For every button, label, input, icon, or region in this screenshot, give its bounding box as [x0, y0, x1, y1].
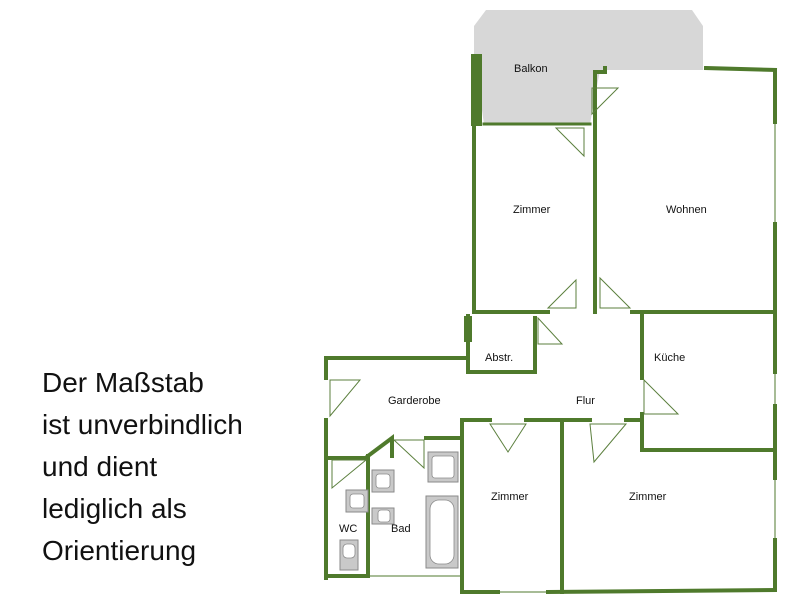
doors [329, 87, 680, 490]
room-labels: Balkon Zimmer Wohnen Abstr. Küche Garder… [339, 63, 707, 535]
toilet-wc-seat [342, 543, 356, 559]
wall-abstr [466, 314, 537, 374]
disclaimer-line-3: und dient [42, 451, 158, 482]
sink-wc-basin [349, 493, 365, 509]
label-kueche: Küche [654, 352, 685, 364]
label-wc: WC [339, 523, 357, 535]
disclaimer-line-4: lediglich als [42, 493, 187, 524]
shower-tray-inner [431, 455, 455, 479]
label-zimmer-top: Zimmer [513, 204, 551, 216]
wall-wohnen-top [593, 66, 607, 74]
sink-bad-basin [375, 473, 391, 489]
label-zimmer-right: Zimmer [629, 491, 667, 503]
label-abstr: Abstr. [485, 352, 513, 364]
walls [324, 54, 778, 595]
label-balkon: Balkon [514, 63, 548, 75]
label-zimmer-mid: Zimmer [491, 491, 529, 503]
label-wohnen: Wohnen [666, 204, 707, 216]
bathtub-inner [429, 499, 455, 565]
wall-wohnen-top-right [703, 65, 778, 73]
scale-disclaimer: Der Maßstab ist unverbindlich und dient … [42, 362, 243, 572]
door-wohnen [599, 276, 632, 309]
door-garderobe [329, 379, 362, 418]
door-bad [392, 439, 425, 470]
disclaimer-line-2: ist unverbindlich [42, 409, 243, 440]
fixtures [339, 451, 459, 571]
door-wc [331, 459, 368, 490]
door-kueche [643, 378, 680, 415]
door-balkon-zimmer [554, 127, 585, 158]
wall-bottom-mid [545, 587, 778, 595]
wall-bad-top [365, 434, 394, 459]
wall-balcony-thick [471, 54, 482, 126]
wall-garderobe-top [324, 356, 470, 380]
wall-zimmer-top [472, 122, 550, 314]
disclaimer-line-5: Orientierung [42, 535, 197, 566]
door-zimmer-mid [489, 423, 527, 453]
label-flur: Flur [576, 395, 595, 407]
door-zimmer-top [546, 278, 577, 309]
door-zimmer-right [589, 423, 628, 464]
door-abstr [537, 316, 564, 345]
wall-abstr-thick [464, 316, 472, 342]
door-balkon-wohnen [591, 87, 620, 116]
disclaimer-line-1: Der Maßstab [42, 367, 204, 398]
label-bad: Bad [391, 523, 411, 535]
balcony-area [474, 10, 703, 124]
toilet-bad-seat [377, 509, 391, 523]
label-garderobe: Garderobe [388, 395, 441, 407]
